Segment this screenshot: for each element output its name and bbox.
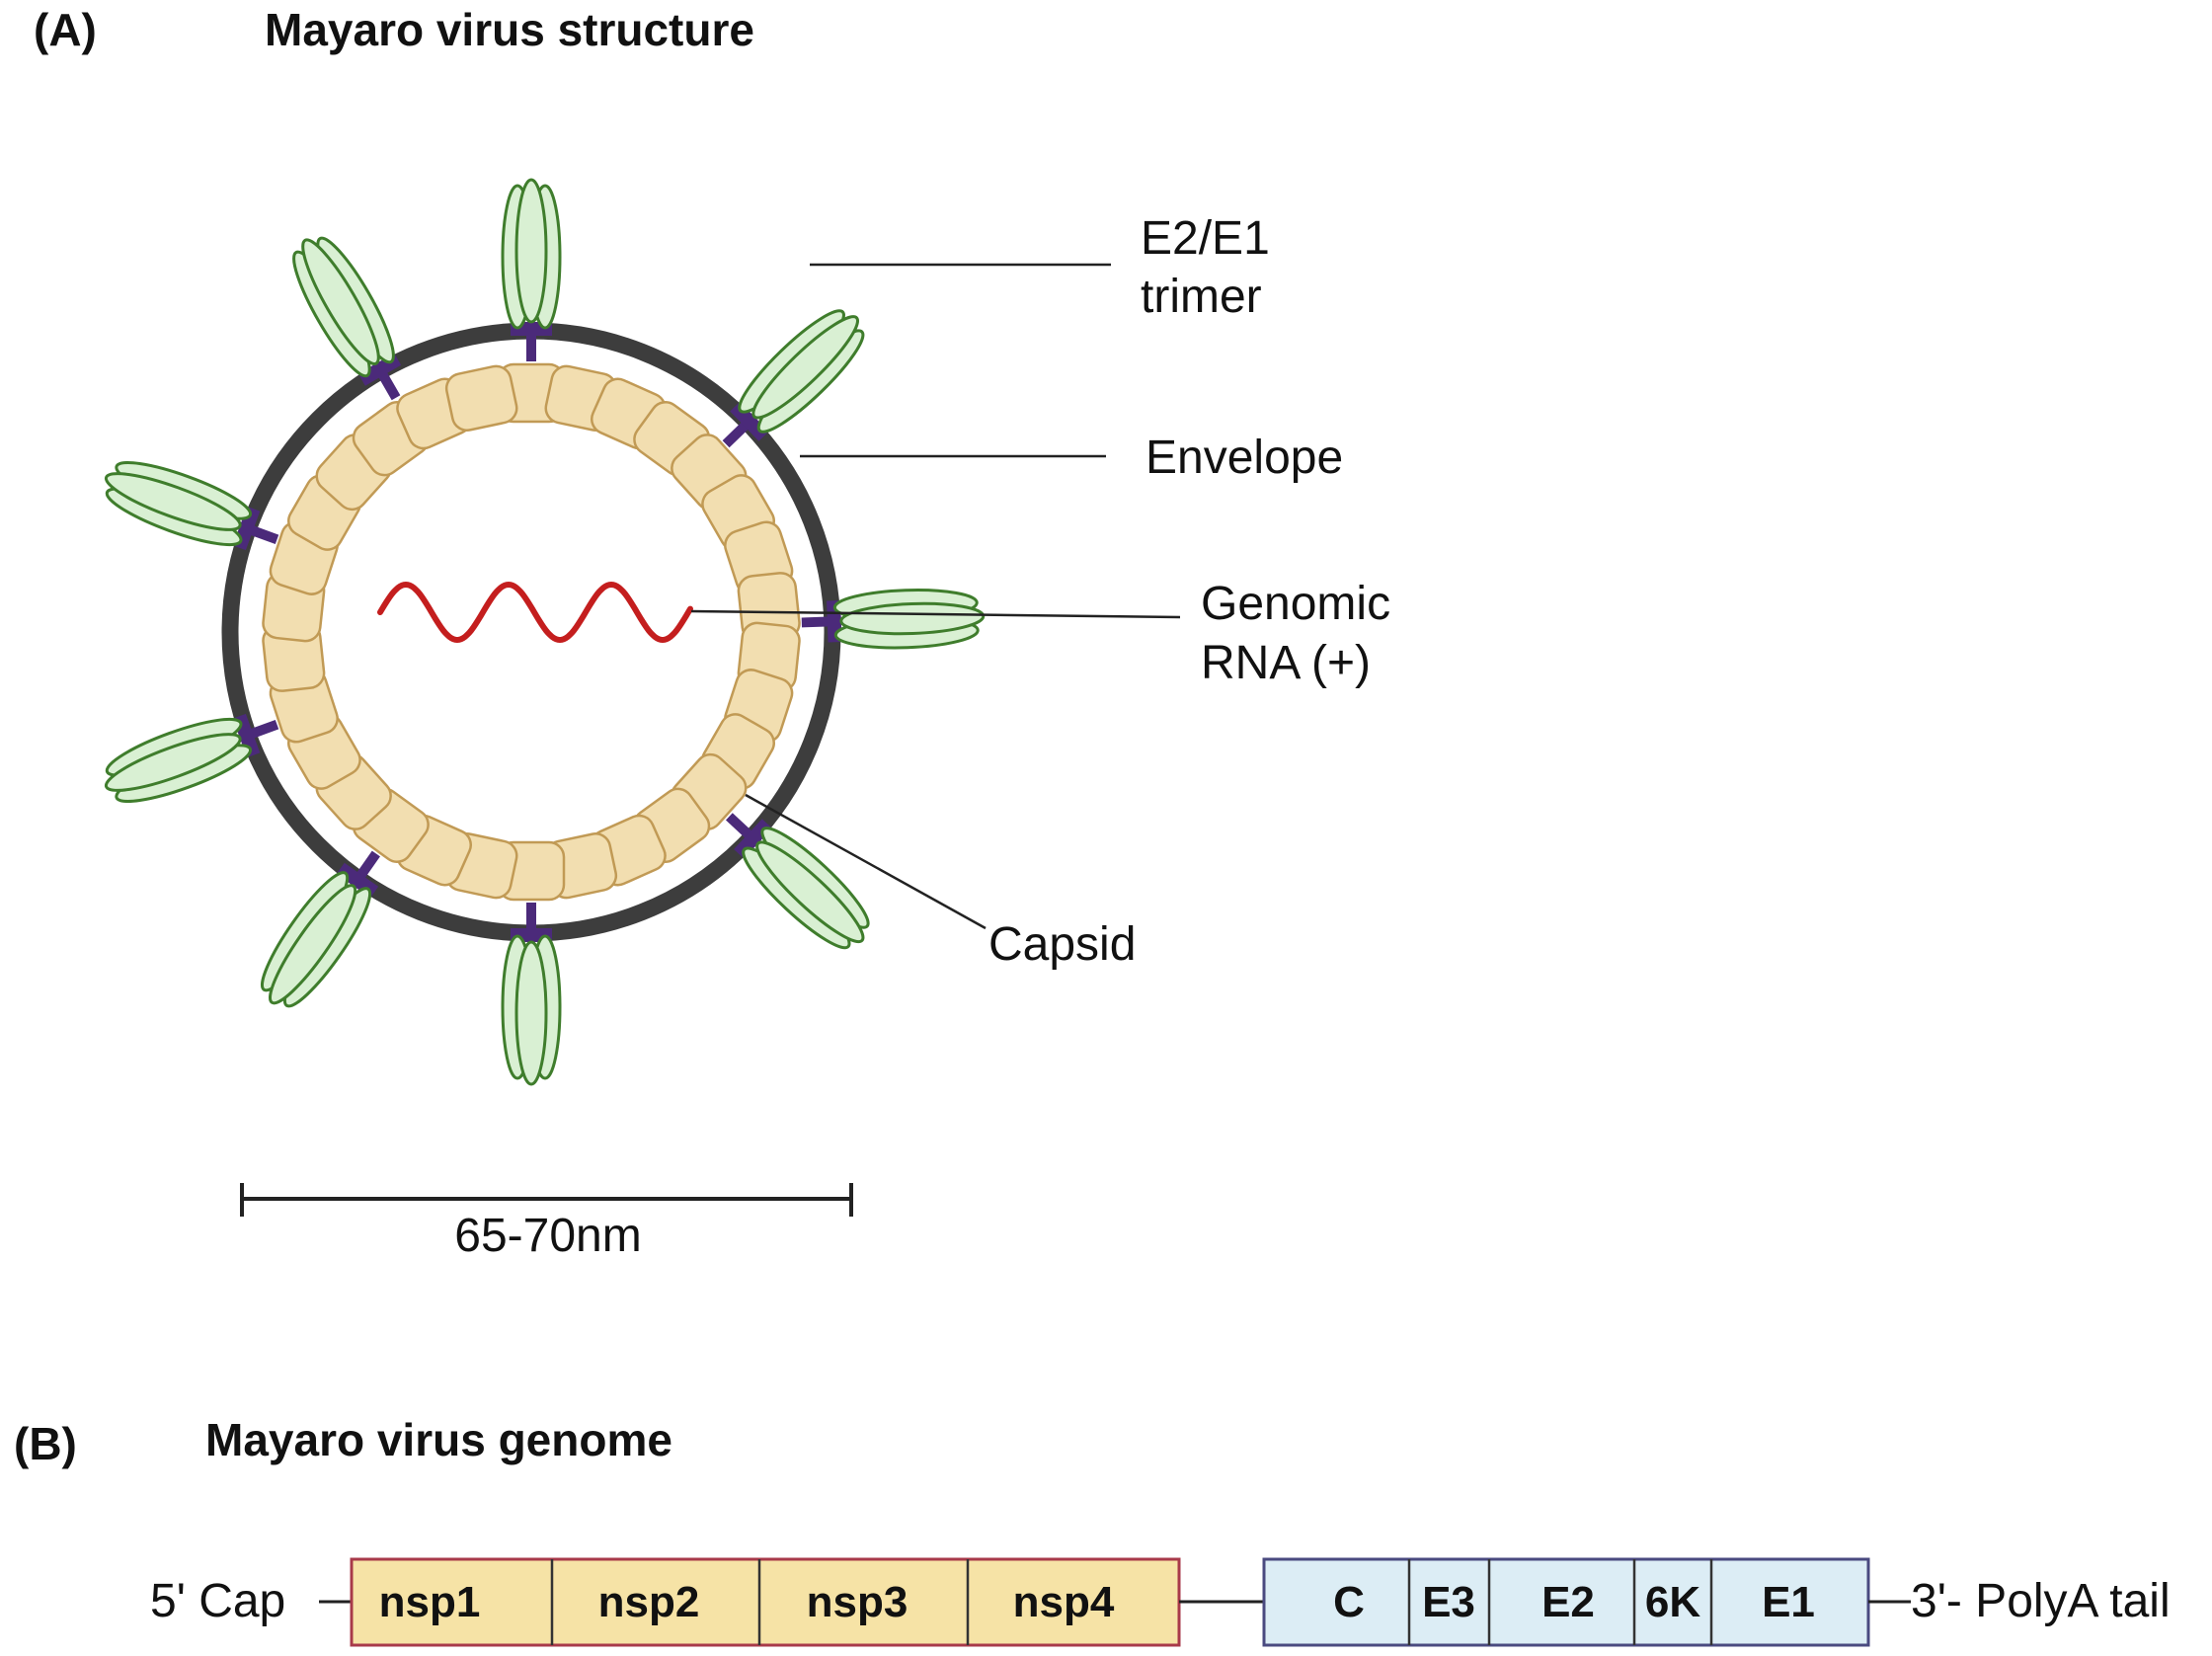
spike-lobe (104, 733, 242, 792)
envelope-label: Envelope (1146, 432, 1343, 484)
scale-bar-label: 65-70nm (454, 1210, 641, 1262)
segment-nsp2: nsp2 (598, 1578, 700, 1626)
e2e1-trimer-spike (260, 850, 380, 1008)
spike-lobe (839, 601, 986, 636)
structural-box (1262, 1557, 1870, 1647)
callout-lines (690, 263, 1181, 930)
segment-nsp4: nsp4 (1013, 1578, 1115, 1626)
capsid-layer (262, 362, 801, 902)
spike-lobe (269, 884, 357, 1005)
e2e1-trimer-spike (725, 813, 870, 950)
genomic-label-line1: Genomic (1201, 578, 1390, 630)
five-prime-cap-label: 5' Cap (150, 1575, 285, 1627)
e2e1-trimer-spike (104, 461, 279, 551)
panel-a-letter: (A) (34, 4, 97, 55)
spike-lobe (301, 238, 380, 366)
segment-c: C (1333, 1578, 1365, 1626)
nonstructural-box (350, 1557, 1181, 1647)
rna-leader-line (690, 609, 1181, 619)
segment-e3: E3 (1422, 1578, 1475, 1626)
capsid-label: Capsid (988, 918, 1136, 971)
genomic-rna-strand (377, 581, 693, 644)
virion-diagram (104, 178, 986, 1086)
structural-region: C E3 E2 6K E1 (1262, 1557, 1870, 1647)
capsid-leader-line (745, 793, 987, 930)
scale-bar (240, 1183, 853, 1217)
segment-e1: E1 (1762, 1578, 1815, 1626)
spike-lobe (514, 940, 548, 1086)
e2e1-trimer-spike (722, 309, 865, 448)
spike-lobe (104, 472, 242, 531)
capsid-protein (444, 364, 518, 432)
panel-b-title: Mayaro virus genome (205, 1414, 672, 1465)
segment-nsp1: nsp1 (379, 1578, 481, 1626)
e2e1-label-line1: E2/E1 (1141, 212, 1270, 265)
e2e1-trimer-spike (501, 903, 562, 1086)
e2e1-trimer-spike (104, 713, 279, 803)
segment-6k: 6K (1645, 1578, 1700, 1626)
spike-lobe (751, 315, 859, 420)
e2e1-trimer-spike (501, 178, 562, 361)
three-prime-polya-label: 3'- PolyA tail (1911, 1575, 2171, 1627)
spike-lobe (514, 178, 548, 324)
nonstructural-region: nsp1 nsp2 nsp3 nsp4 (350, 1557, 1181, 1647)
panel-a-title: Mayaro virus structure (265, 4, 754, 55)
segment-nsp3: nsp3 (807, 1578, 908, 1626)
panel-b-letter: (B) (14, 1418, 77, 1469)
spike-layer (104, 178, 986, 1086)
spike-lobe (755, 840, 865, 944)
spike-anchor-stem (526, 903, 536, 942)
e2e1-label-line2: trimer (1141, 271, 1262, 323)
segment-e2: E2 (1541, 1578, 1595, 1626)
spike-anchor-stem (526, 322, 536, 361)
genomic-label-line2: RNA (+) (1201, 637, 1371, 689)
e2e1-trimer-spike (292, 236, 402, 401)
